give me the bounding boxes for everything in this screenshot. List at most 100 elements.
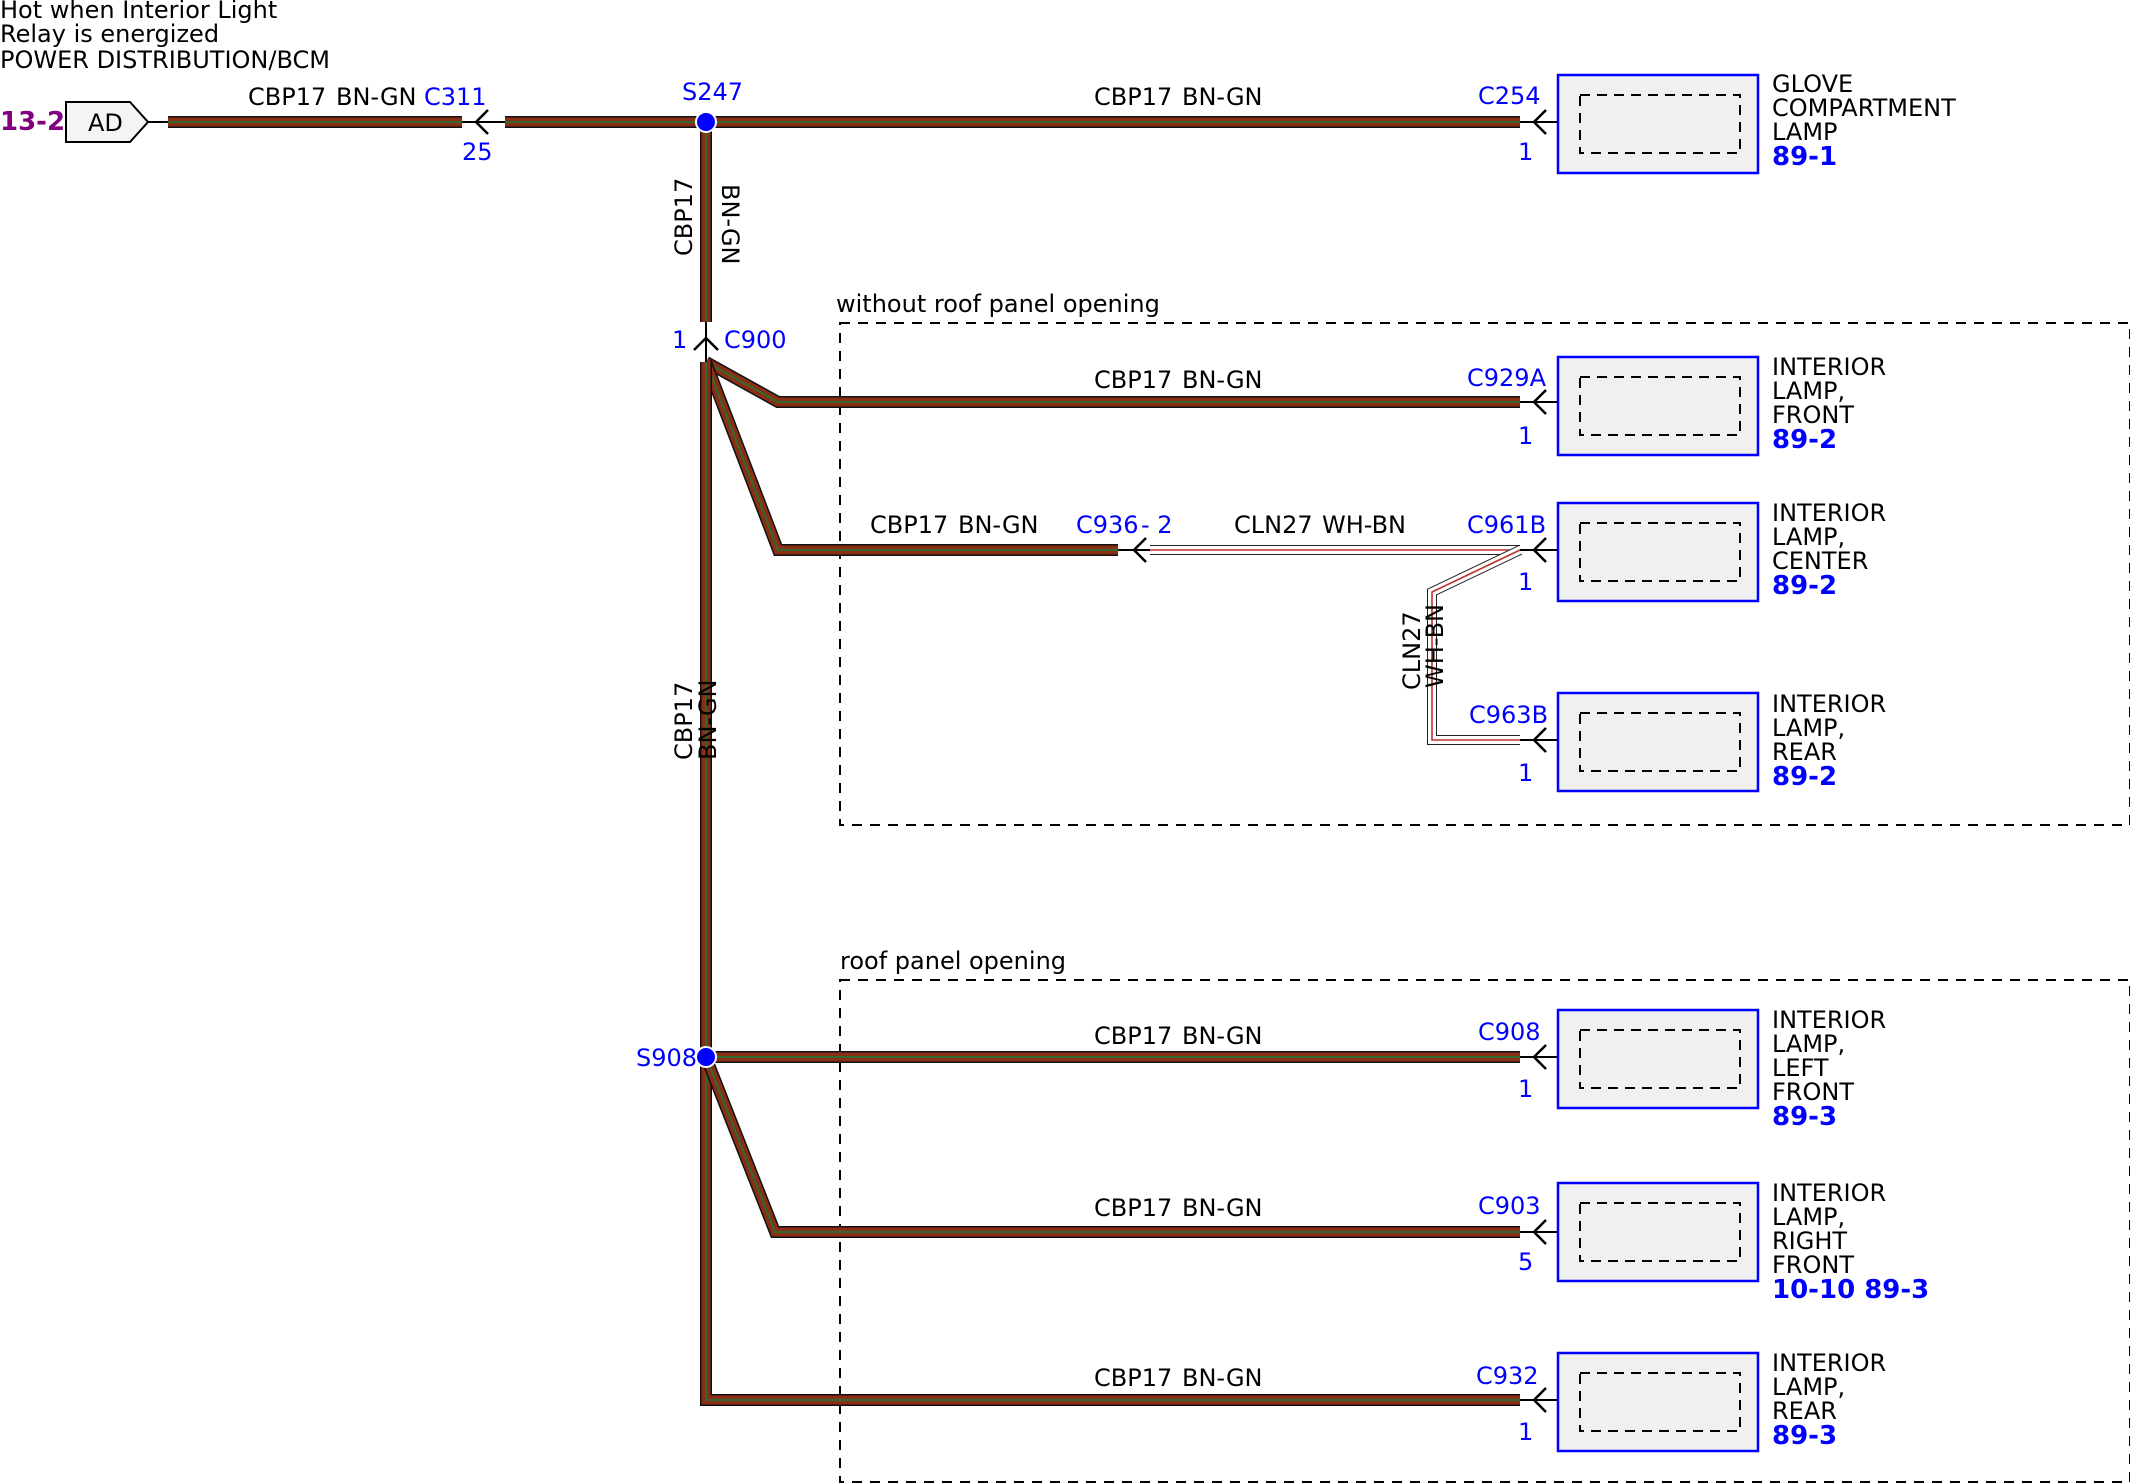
component-ref-int-rear[interactable]: 89-2: [1772, 762, 1837, 792]
inline-connector-c900[interactable]: [693, 322, 719, 362]
group-label-without-roof: without roof panel opening: [836, 290, 1160, 318]
wire-label-color: BN-GN: [1182, 1364, 1263, 1392]
connector-label-c900[interactable]: C900: [724, 326, 787, 354]
svg-text:FRONT: FRONT: [1772, 401, 1854, 429]
wire-label-color-2: WH-BN: [1322, 511, 1406, 539]
pin-label-c903: 5: [1518, 1248, 1533, 1276]
svg-text:RIGHT: RIGHT: [1772, 1227, 1847, 1255]
svg-text:LAMP,: LAMP,: [1772, 1203, 1845, 1231]
connector-label-c254[interactable]: C254: [1478, 82, 1541, 110]
svg-text:LAMP,: LAMP,: [1772, 377, 1845, 405]
component-ref-int-rear2[interactable]: 89-3: [1772, 1421, 1837, 1451]
source-tag-shape: [65, 101, 150, 143]
header-line-2: Relay is energized: [0, 20, 219, 48]
connector-label-c311[interactable]: C311: [424, 83, 487, 111]
group-box-without-roof: [839, 322, 2130, 826]
svg-text:INTERIOR: INTERIOR: [1772, 353, 1886, 381]
wire-c900-s908-c932: [700, 362, 1520, 1406]
component-box-int-left-front[interactable]: [1556, 1008, 1760, 1110]
pin-label-c961b: 1: [1518, 568, 1533, 596]
splice-label-s908[interactable]: S908: [636, 1044, 697, 1072]
wire-c900-c929a: [703, 356, 1520, 408]
component-ref-int-front[interactable]: 89-2: [1772, 425, 1837, 455]
connector-label-c929a[interactable]: C929A: [1467, 364, 1547, 392]
wire-label-color: BN-GN: [336, 83, 417, 111]
svg-text:INTERIOR: INTERIOR: [1772, 499, 1886, 527]
connector-label-c963b[interactable]: C963B: [1469, 701, 1548, 729]
svg-text:FRONT: FRONT: [1772, 1251, 1854, 1279]
svg-text:INTERIOR: INTERIOR: [1772, 1179, 1886, 1207]
connector-label-c932[interactable]: C932: [1476, 1362, 1539, 1390]
pin-label-c900: 1: [672, 326, 687, 354]
wire-label-color: BN-GN: [1182, 366, 1263, 394]
svg-text:CENTER: CENTER: [1772, 547, 1868, 575]
pin-label-c932: 1: [1518, 1418, 1533, 1446]
connector-label-c908[interactable]: C908: [1478, 1018, 1541, 1046]
wire-label-circuit: CBP17: [670, 178, 698, 256]
wire-label-circuit-2: CLN27: [1234, 511, 1313, 539]
wire-label-circuit: CBP17: [670, 682, 698, 760]
component-ref-int-left-front[interactable]: 89-3: [1772, 1102, 1837, 1132]
svg-text:LAMP,: LAMP,: [1772, 1373, 1845, 1401]
svg-text:INTERIOR: INTERIOR: [1772, 1006, 1886, 1034]
splice-dot-s908[interactable]: [695, 1046, 717, 1068]
component-name-int-rear2: INTERIOR LAMP, REAR 89-3: [1772, 1349, 1886, 1451]
component-box-glove[interactable]: [1556, 73, 1760, 175]
header-line-1: Hot when Interior Light: [0, 0, 277, 24]
pin-label-c254: 1: [1518, 138, 1533, 166]
pin-label-c311: 25: [462, 138, 493, 166]
wire-label-circuit: CBP17: [1094, 366, 1172, 394]
wire-label-color: BN-GN: [958, 511, 1039, 539]
component-box-int-rear2[interactable]: [1556, 1351, 1760, 1453]
group-label-roof: roof panel opening: [840, 947, 1066, 975]
splice-label-s247[interactable]: S247: [682, 78, 743, 106]
svg-text:REAR: REAR: [1772, 738, 1837, 766]
connector-label-c961b[interactable]: C961B: [1467, 511, 1546, 539]
svg-text:LAMP,: LAMP,: [1772, 714, 1845, 742]
svg-text:GLOVE: GLOVE: [1772, 70, 1853, 98]
svg-text:LAMP,: LAMP,: [1772, 1030, 1845, 1058]
pin-label-c963b: 1: [1518, 759, 1533, 787]
component-ref-int-right-front[interactable]: 10-10 89-3: [1772, 1275, 1929, 1305]
inline-connector-c936[interactable]: [1118, 537, 1150, 563]
splice-dot-s247[interactable]: [695, 111, 717, 133]
component-ref-int-center[interactable]: 89-2: [1772, 571, 1837, 601]
wire-label-color: BN-GN: [1182, 1194, 1263, 1222]
component-name-int-left-front: INTERIOR LAMP, LEFT FRONT 89-3: [1772, 1006, 1886, 1132]
connector-label-c903[interactable]: C903: [1478, 1192, 1541, 1220]
svg-text:LAMP: LAMP: [1772, 118, 1838, 146]
pin-label-c929a: 1: [1518, 422, 1533, 450]
wire-c961b-c963b: [1427, 545, 1523, 745]
pin-label-c908: 1: [1518, 1075, 1533, 1103]
component-box-int-front[interactable]: [1556, 355, 1760, 457]
connector-label-c936[interactable]: C936: [1076, 511, 1139, 539]
svg-text:FRONT: FRONT: [1772, 1078, 1854, 1106]
svg-text:LAMP,: LAMP,: [1772, 523, 1845, 551]
wire-c900-c936: [700, 359, 1118, 556]
component-box-int-right-front[interactable]: [1556, 1181, 1760, 1283]
component-name-int-right-front: INTERIOR LAMP, RIGHT FRONT 10-10 89-3: [1772, 1179, 1929, 1305]
component-name-int-center: INTERIOR LAMP, CENTER 89-2: [1772, 499, 1886, 601]
wire-label-color: BN-GN: [1182, 1022, 1263, 1050]
component-box-int-rear[interactable]: [1556, 691, 1760, 793]
component-box-int-center[interactable]: [1556, 501, 1760, 603]
wire-label-circuit: CBP17: [248, 83, 326, 111]
svg-text:COMPARTMENT: COMPARTMENT: [1772, 94, 1956, 122]
wire-label-circuit: CBP17: [1094, 1194, 1172, 1222]
wire-label-circuit-2: CLN27: [1398, 611, 1426, 690]
source-tag-label: AD: [88, 109, 123, 137]
svg-text:INTERIOR: INTERIOR: [1772, 690, 1886, 718]
svg-text:REAR: REAR: [1772, 1397, 1837, 1425]
wire-s908-c903: [700, 1054, 1520, 1238]
component-name-int-front: INTERIOR LAMP, FRONT 89-2: [1772, 353, 1886, 455]
wire-label-color-2: WH-BN: [1421, 604, 1449, 688]
component-name-int-rear: INTERIOR LAMP, REAR 89-2: [1772, 690, 1886, 792]
header-line-3: POWER DISTRIBUTION/BCM: [0, 46, 330, 74]
inline-connector-c311[interactable]: [462, 109, 505, 135]
component-name-glove: GLOVE COMPARTMENT LAMP 89-1: [1772, 70, 1956, 172]
wire-label-color: BN-GN: [716, 184, 744, 265]
pin-label-c936: - 2: [1141, 511, 1173, 539]
component-ref-glove[interactable]: 89-1: [1772, 142, 1837, 172]
wire-label-color: BN-GN: [1182, 83, 1263, 111]
